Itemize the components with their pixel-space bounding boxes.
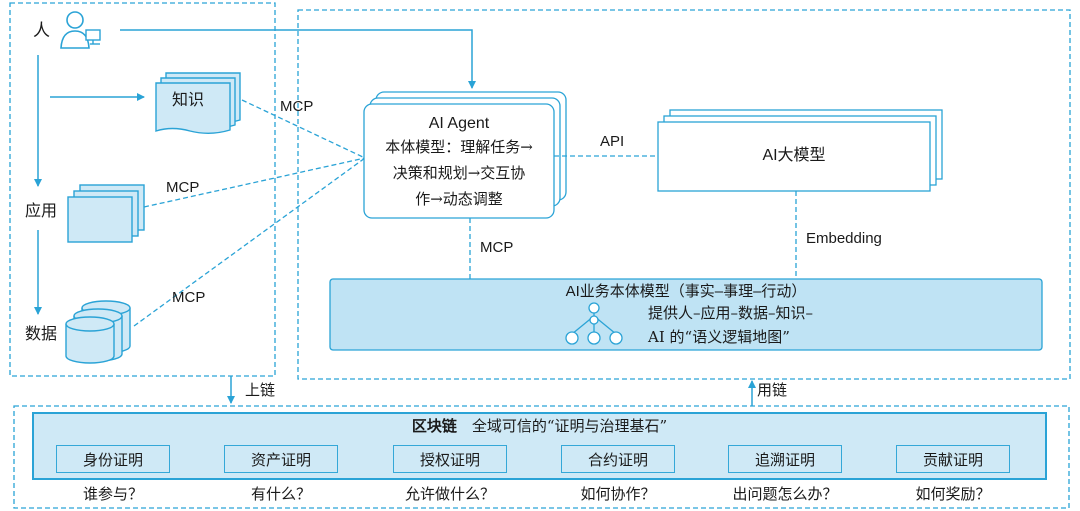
knowledge-document-icon <box>155 72 241 134</box>
left-panel-frame <box>9 2 276 377</box>
person-label: 人 <box>33 21 50 41</box>
question-allowed: 允许做什么？ <box>404 485 495 503</box>
mcp-data-label: MCP <box>172 289 206 306</box>
agent-line-1: 本体模型：理解任务→ <box>385 138 533 156</box>
application-windows-icon <box>67 184 145 243</box>
llm-label: AI大模型 <box>762 147 826 164</box>
blockchain-box <box>32 412 1047 480</box>
agent-line-3: 作→动态调整 <box>415 190 503 208</box>
mcp-application-label: MCP <box>166 179 200 196</box>
blockchain-subtitle: 全域可信的“证明与治理基石” <box>471 417 668 435</box>
proof-asset: 资产证明 <box>224 445 338 473</box>
mcp-agent-ontology-label: MCP <box>480 239 514 256</box>
data-label: 数据 <box>25 324 58 343</box>
agent-line-2: 决策和规划→交互协 <box>392 164 526 182</box>
ontology-box <box>329 278 1043 351</box>
proof-identity: 身份证明 <box>56 445 170 473</box>
ontology-line-1: 提供人–应用–数据–知识– <box>648 304 814 322</box>
blockchain-title-row: 区块链 全域可信的“证明与治理基石” <box>33 419 1046 434</box>
chain-up-label: 上链 <box>245 381 276 399</box>
question-problem: 出问题怎么办？ <box>732 485 838 503</box>
agent-title: AI Agent <box>428 115 490 132</box>
question-what: 有什么？ <box>250 485 311 503</box>
api-label: API <box>600 133 625 150</box>
blockchain-panel-frame <box>13 405 1070 509</box>
question-reward: 如何奖励？ <box>915 485 991 503</box>
use-chain-label: 用链 <box>757 381 788 399</box>
ontology-title: AI业务本体模型（事实–事理–行动） <box>565 283 807 300</box>
right-panel-frame <box>297 9 1071 380</box>
proof-traceability: 追溯证明 <box>728 445 842 473</box>
knowledge-label: 知识 <box>172 90 205 109</box>
proof-authorization: 授权证明 <box>393 445 507 473</box>
database-icon <box>65 300 131 364</box>
ai-agent-card-stack <box>363 91 567 219</box>
hierarchy-tree-icon <box>565 302 623 345</box>
mcp-knowledge-label: MCP <box>280 98 314 115</box>
person-icon <box>60 11 101 49</box>
proof-contract: 合约证明 <box>561 445 675 473</box>
question-who: 谁参与？ <box>82 485 143 503</box>
question-collaborate: 如何协作？ <box>580 485 656 503</box>
embedding-label: Embedding <box>806 230 882 247</box>
llm-card-stack <box>657 109 943 192</box>
ontology-line-2: AI 的“语义逻辑地图” <box>648 328 790 346</box>
blockchain-title: 区块链 <box>411 417 457 435</box>
proof-contribution: 贡献证明 <box>896 445 1010 473</box>
application-label: 应用 <box>25 201 58 220</box>
